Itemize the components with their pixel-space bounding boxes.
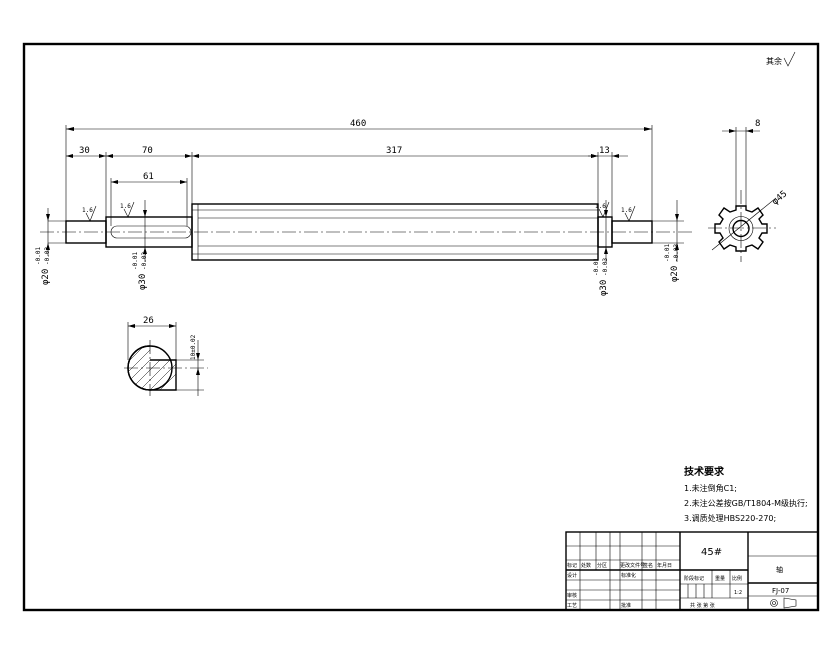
tb-weight-label: 重量 (715, 575, 725, 582)
dim-keyway-length: 61 (143, 172, 154, 182)
dia-right-step-upper: -0.01 (593, 258, 600, 276)
roughness-mark-icon (624, 205, 636, 222)
tech-req-title: 技术要求 (684, 465, 725, 478)
right-journal (611, 220, 653, 244)
tb-header-zone: 分区 (597, 562, 607, 569)
dim-right-step: 13 (599, 146, 610, 156)
dim-left-journal: 30 (79, 146, 90, 156)
svg-text:1.6: 1.6 (595, 203, 606, 210)
tb-header-count: 处数 (581, 562, 591, 569)
roughness-mark-icon (85, 205, 97, 222)
roughness-mark-icon (598, 201, 610, 218)
tb-role-review: 审核 (567, 592, 577, 599)
dim-spline-od: φ45 (771, 189, 790, 207)
roughness-mark-1: 1.6 (82, 205, 97, 222)
roughness-mark-4: 1.6 (621, 205, 636, 222)
tb-header-docno: 更改文件号 (620, 562, 645, 569)
spline-root-circle (728, 216, 754, 241)
tb-drawing-no: FJ-07 (772, 587, 789, 595)
technical-requirements: 技术要求 1.未注倒角C1; 2.未注公差按GB/T1804-M级执行; 3.调… (684, 465, 808, 523)
dim-spline-width: 8 (755, 119, 760, 129)
tech-req-item-2: 2.未注公差按GB/T1804-M级执行; (684, 498, 808, 508)
dim-keyway-depth: 10±0.02 (190, 334, 197, 360)
dim-keyway-width: 26 (143, 316, 154, 326)
roughness-mark-3: 1.6 (595, 201, 610, 218)
svg-text:1.6: 1.6 (120, 203, 131, 210)
tb-standardize: 标准化 (621, 572, 636, 579)
dia-right-journal-upper: -0.01 (664, 244, 671, 262)
leader-spline-od (711, 197, 777, 251)
spline-end-view: 8 φ45 (708, 119, 789, 262)
svg-text:1.6: 1.6 (82, 207, 93, 214)
dim-overall-length: 460 (350, 119, 366, 129)
projection-symbol-icon (770, 597, 797, 609)
general-roughness-note: 其余 (766, 51, 796, 67)
dia-right-step-lower: -0.03 (602, 258, 609, 276)
dia-left-step-nominal: φ30 (138, 274, 148, 290)
tb-header-mark: 标记 (567, 562, 577, 569)
roughness-symbol-icon (783, 51, 796, 67)
dia-left-journal-nominal: φ20 (41, 269, 51, 285)
tb-approve: 批准 (621, 602, 631, 609)
tb-header-date: 年月日 (657, 562, 672, 569)
dia-right-journal: φ20 -0.01 -0.03 (664, 244, 680, 282)
tech-req-item-3: 3.调质处理HBS220-270; (684, 513, 776, 523)
roughness-mark-icon (123, 201, 135, 218)
spline-profile (714, 205, 768, 252)
dia-right-journal-lower: -0.03 (673, 244, 680, 262)
shaft-main-view: 460 30 70 317 13 61 φ20 -0.01 -0.03 (35, 119, 695, 296)
title-block-frame (565, 531, 819, 611)
title-block: 标记 处数 分区 更改文件号 签名 年月日 设计 标准化 审核 工艺 批准 45… (565, 531, 819, 611)
dia-right-journal-nominal: φ20 (670, 266, 680, 282)
tb-role-design: 设计 (567, 572, 577, 579)
drawing-frame (22, 42, 820, 612)
tb-part-name: 轴 (776, 565, 783, 574)
dia-left-journal: φ20 -0.01 -0.03 (35, 247, 51, 285)
dia-right-step-nominal: φ30 (599, 280, 609, 296)
tb-scale-label: 比例 (732, 575, 742, 582)
dia-left-step-upper: -0.01 (132, 252, 139, 270)
dia-right-step: φ30 -0.01 -0.03 (593, 258, 609, 296)
dim-spline-length: 317 (386, 146, 402, 156)
roughness-mark-2: 1.6 (120, 201, 135, 218)
tech-req-item-1: 1.未注倒角C1; (684, 483, 737, 493)
svg-text:1.6: 1.6 (621, 207, 632, 214)
spline-bore (732, 219, 750, 238)
keyway-slot (110, 225, 192, 239)
dim-left-step: 70 (142, 146, 153, 156)
dia-left-journal-lower: -0.03 (44, 247, 51, 265)
tb-scale-value: 1:2 (734, 590, 742, 596)
tb-role-process: 工艺 (567, 603, 577, 609)
keyway-section-view: 26 10±0.02 (124, 316, 208, 396)
dia-left-step: φ30 -0.01 -0.03 (132, 252, 148, 290)
dia-left-journal-upper: -0.01 (35, 247, 42, 265)
tb-sheet-label: 共 张 第 张 (690, 602, 715, 609)
tb-material: 45# (701, 547, 722, 558)
tb-header-sign: 签名 (643, 562, 653, 569)
tb-stage-label: 阶段标记 (684, 575, 704, 582)
roughness-note-text: 其余 (766, 56, 782, 66)
dia-left-step-lower: -0.03 (141, 252, 148, 270)
